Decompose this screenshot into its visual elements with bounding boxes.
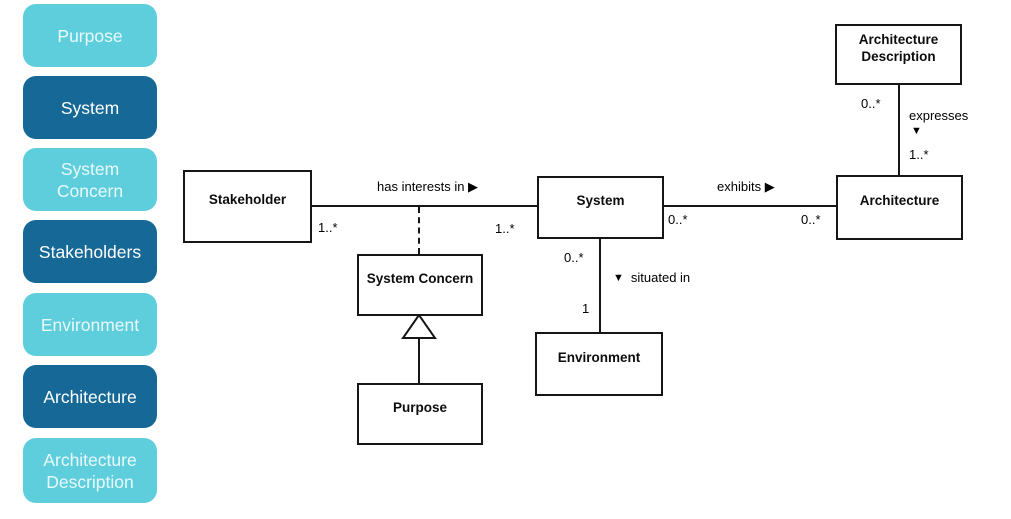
- mult-architecture-description-end: 0..*: [861, 96, 881, 111]
- mult-environment-end: 1: [582, 301, 590, 316]
- sidebar-item-stakeholders[interactable]: Stakeholders: [23, 220, 157, 283]
- node-environment: Environment: [535, 332, 663, 396]
- node-architecture: Architecture: [836, 175, 963, 240]
- mult-system-end-interests: 1..*: [495, 221, 515, 236]
- node-system-concern: System Concern: [357, 254, 483, 316]
- edge-label-has-interests-in: has interests in ▶: [377, 179, 479, 194]
- mult-stakeholder-end: 1..*: [318, 220, 338, 235]
- situated-in-direction-arrow-icon: ▼: [613, 272, 624, 284]
- edge-situated-in-line: [599, 239, 601, 332]
- generalization-line: [418, 338, 420, 384]
- expresses-direction-arrow-icon: ▼: [911, 125, 922, 137]
- edge-label-expresses: expresses: [909, 108, 969, 123]
- sidebar-item-architecture-description[interactable]: Architecture Description: [23, 438, 157, 503]
- sidebar-item-system[interactable]: System: [23, 76, 157, 139]
- edge-has-interests-in-line: [312, 205, 537, 207]
- edge-label-exhibits: exhibits ▶: [717, 179, 775, 194]
- edge-exhibits-line: [664, 205, 836, 207]
- node-stakeholder: Stakeholder: [183, 170, 312, 243]
- node-purpose: Purpose: [357, 383, 483, 445]
- node-system: System: [537, 176, 664, 239]
- node-architecture-description: Architecture Description: [835, 24, 962, 85]
- sidebar-item-system-concern[interactable]: System Concern: [23, 148, 157, 211]
- edge-label-situated-in: ▼ situated in: [613, 271, 690, 285]
- situated-in-text: situated in: [630, 270, 691, 285]
- mult-architecture-end-expresses: 1..*: [909, 147, 929, 162]
- sidebar-item-environment[interactable]: Environment: [23, 293, 157, 356]
- mult-architecture-end-exhibits: 0..*: [801, 212, 821, 227]
- mult-system-end-situated: 0..*: [564, 250, 584, 265]
- edge-expresses-line: [898, 85, 900, 175]
- generalization-triangle-icon: [401, 313, 437, 339]
- sidebar-item-purpose[interactable]: Purpose: [23, 4, 157, 67]
- association-class-dashed-line: [418, 207, 420, 254]
- mult-system-end-exhibits: 0..*: [668, 212, 688, 227]
- sidebar-item-architecture[interactable]: Architecture: [23, 365, 157, 428]
